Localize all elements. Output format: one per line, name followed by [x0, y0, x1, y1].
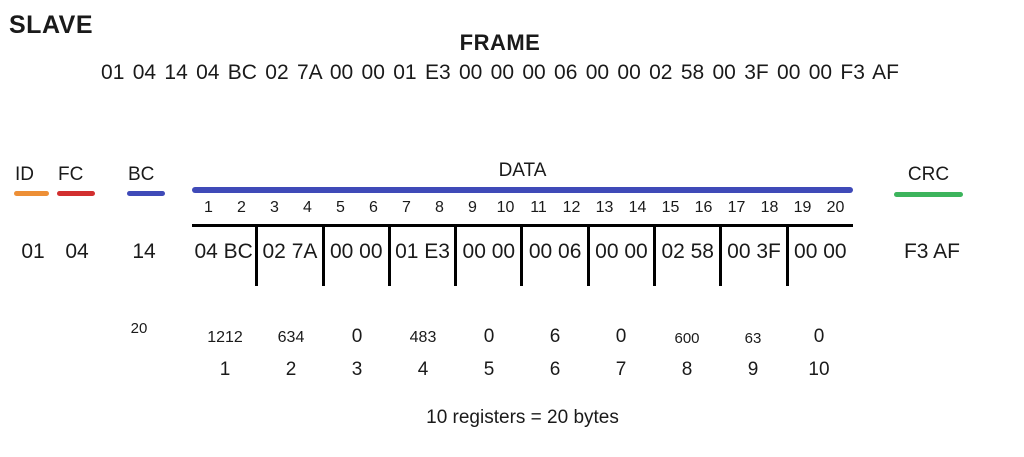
data-byte-cell: 01 E3 — [391, 227, 458, 286]
byte-number: 15 — [661, 199, 680, 216]
id-field-label: ID — [15, 164, 34, 185]
register-value: 634 — [277, 329, 305, 346]
register-value: 63 — [744, 330, 762, 347]
byte-number: 4 — [303, 199, 312, 216]
register-number: 1 — [219, 359, 231, 380]
byte-number: 2 — [237, 199, 246, 216]
data-byte-cell: 04 BC — [192, 227, 259, 286]
bc-byte-value: 14 — [132, 240, 156, 263]
crc-underline — [894, 192, 963, 197]
fc-underline — [57, 191, 95, 196]
data-byte-cells: 04 BC 02 7A 00 00 01 E3 00 00 00 06 00 0… — [192, 227, 852, 286]
frame-hex-string: 01 04 14 04 BC 02 7A 00 00 01 E3 00 00 0… — [101, 61, 899, 84]
register-number: 9 — [747, 359, 759, 380]
byte-number: 20 — [826, 199, 845, 216]
byte-number: 7 — [402, 199, 411, 216]
data-field-label: DATA — [498, 160, 547, 181]
register-number: 10 — [808, 359, 830, 380]
byte-number: 17 — [727, 199, 746, 216]
register-value: 1212 — [207, 329, 243, 346]
register-number: 6 — [549, 359, 561, 380]
register-number: 5 — [483, 359, 495, 380]
id-underline — [14, 191, 49, 196]
frame-title: FRAME — [459, 30, 541, 55]
registers-bytes-note: 10 registers = 20 bytes — [426, 407, 619, 428]
data-byte-cell: 02 58 — [656, 227, 723, 286]
id-byte-value: 01 — [21, 240, 45, 263]
crc-field-label: CRC — [907, 164, 950, 185]
byte-number: 9 — [468, 199, 477, 216]
crc-byte-value: F3 AF — [903, 240, 961, 263]
register-number: 3 — [351, 359, 363, 380]
byte-number: 3 — [270, 199, 279, 216]
data-underline — [192, 187, 853, 193]
register-value: 483 — [409, 329, 437, 346]
data-byte-cell: 02 7A — [258, 227, 325, 286]
data-byte-cell: 00 00 — [457, 227, 524, 286]
register-value: 0 — [351, 326, 363, 347]
data-byte-cell: 00 06 — [523, 227, 590, 286]
byte-number: 16 — [694, 199, 713, 216]
data-byte-cell: 00 00 — [325, 227, 391, 286]
byte-number: 11 — [530, 199, 547, 216]
register-value: 0 — [615, 326, 627, 347]
register-value-row: 1212 634 0 483 0 6 0 600 63 0 — [192, 314, 852, 346]
byte-number: 18 — [760, 199, 779, 216]
register-number: 4 — [417, 359, 429, 380]
register-number: 7 — [615, 359, 627, 380]
byte-number: 8 — [435, 199, 444, 216]
bc-decoded-count: 20 — [130, 320, 148, 337]
register-number: 8 — [681, 359, 693, 380]
byte-number: 19 — [793, 199, 812, 216]
byte-number-pair: 13 14 — [588, 199, 654, 217]
byte-number: 13 — [595, 199, 614, 216]
bc-field-label: BC — [128, 164, 155, 185]
register-number: 2 — [285, 359, 297, 380]
register-number-row: 1 2 3 4 5 6 7 8 9 10 — [192, 359, 852, 381]
slave-title: SLAVE — [9, 11, 93, 39]
byte-number: 12 — [562, 199, 581, 216]
data-table-top-rule — [192, 224, 853, 227]
byte-number-pair: 11 12 — [522, 199, 588, 217]
bc-underline — [127, 191, 165, 196]
byte-number: 14 — [628, 199, 647, 216]
fc-byte-value: 04 — [65, 240, 89, 263]
byte-number: 10 — [496, 199, 515, 216]
data-byte-cell: 00 00 — [590, 227, 657, 286]
register-value: 6 — [549, 326, 561, 347]
data-byte-cell: 00 00 — [794, 240, 847, 263]
register-value: 0 — [813, 326, 825, 347]
register-value: 0 — [483, 326, 495, 347]
fc-field-label: FC — [58, 164, 84, 185]
register-value: 600 — [674, 330, 700, 347]
byte-number: 1 — [204, 199, 213, 216]
data-byte-cell: 00 3F — [722, 227, 789, 286]
byte-number: 5 — [336, 199, 345, 216]
byte-number-pair: 9 10 — [456, 199, 522, 217]
byte-number: 6 — [369, 199, 378, 216]
